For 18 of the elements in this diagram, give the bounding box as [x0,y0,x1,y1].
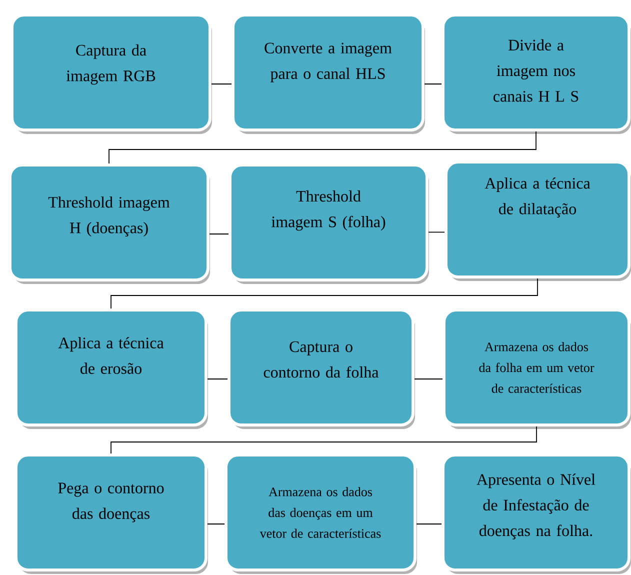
connector-line [207,378,228,380]
process-box: Aplica a técnica de erosão [14,308,208,429]
process-box: Converte a imagem para o canal HLS [232,14,425,134]
process-box: Divide a imagem nos canais H L S [442,14,631,134]
connector-line [110,426,537,454]
process-box: Captura o contorno da folha [228,308,415,429]
connector-line [414,378,443,380]
connector-line [428,232,445,233]
connector-line [108,131,536,164]
process-box: Apresenta o Nível de Infestação de doenças na folha. [442,454,631,574]
process-box: Captura da imagem RGB [10,14,212,134]
process-box: Threshold imagem S (folha) [228,164,429,284]
process-box: Pega o contorno das doenças [14,454,208,574]
process-box: Threshold imagem H (doenças) [8,164,210,284]
process-box: Armazena os dados das doenças em um vetor de características [224,454,417,574]
connector-line [110,278,538,309]
process-box: Armazena os dados da folha em um vetor de características [442,308,631,429]
process-box: Aplica a técnica de dilatação [444,160,631,281]
